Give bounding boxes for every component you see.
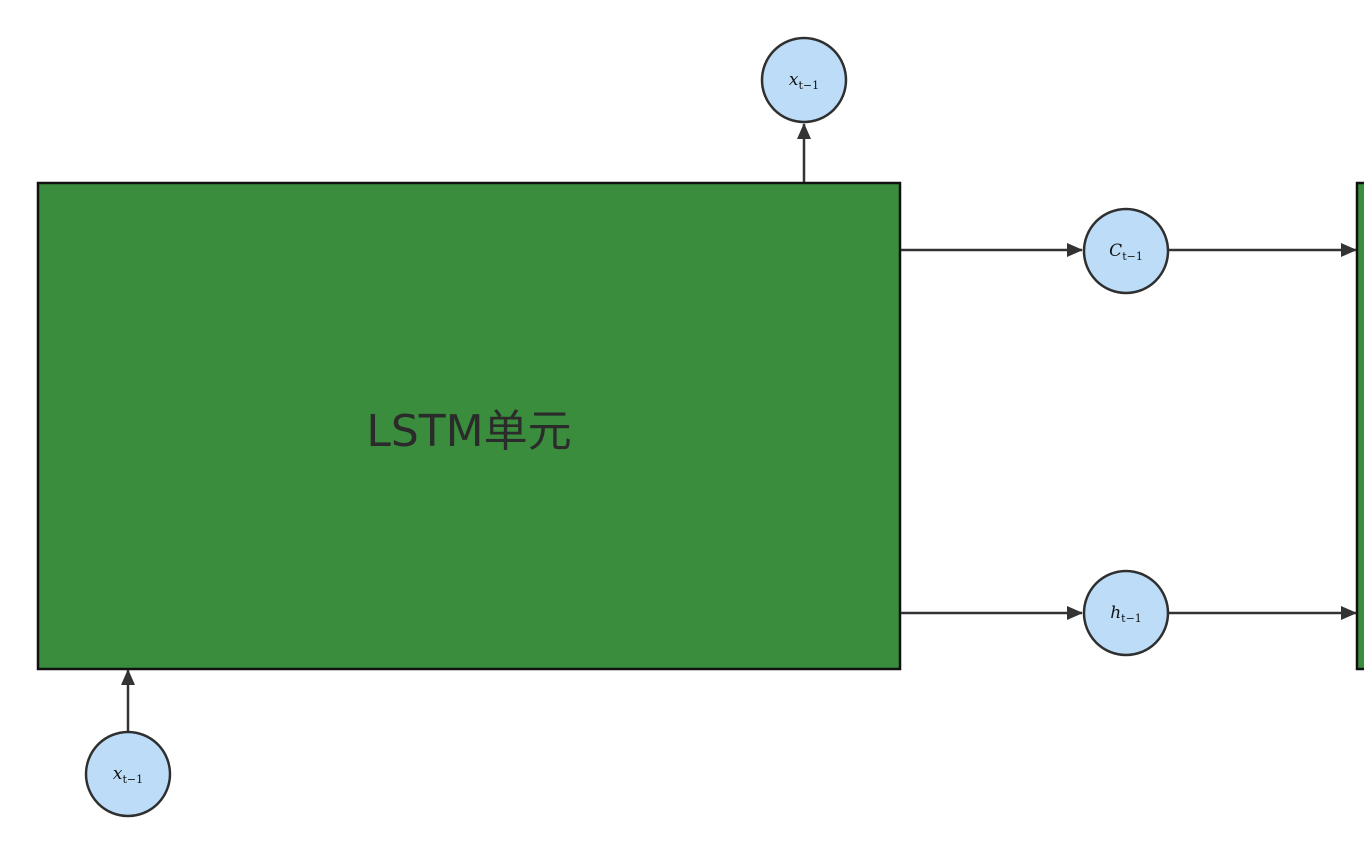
svg-text:Ct−1: Ct−1 — [1109, 241, 1143, 263]
svg-text:xt−1: xt−1 — [113, 764, 143, 786]
cell-state-node: Ct−1 — [1082, 207, 1170, 295]
lstm-cell-label: LSTM单元 — [366, 406, 571, 457]
svg-text:ht−1: ht−1 — [1110, 603, 1142, 625]
output-node: xt−1 — [760, 36, 848, 124]
next-lstm-cell-box — [1355, 181, 1364, 671]
output-node-var: x — [789, 70, 799, 90]
input-node: xt−1 — [84, 730, 172, 818]
svg-text:xt−1: xt−1 — [789, 70, 819, 92]
hidden-state-node-var: h — [1110, 603, 1121, 623]
cell-state-node-var: C — [1109, 241, 1122, 261]
hidden-state-node-sub: t−1 — [1121, 612, 1142, 625]
lstm-cell-box — [36, 181, 902, 671]
input-node-circle — [84, 730, 172, 818]
cell-state-node-circle — [1082, 207, 1170, 295]
input-node-sub: t−1 — [122, 773, 143, 786]
cell-state-node-sub: t−1 — [1122, 250, 1143, 263]
output-node-circle — [760, 36, 848, 124]
output-node-sub: t−1 — [798, 79, 819, 92]
hidden-state-node-circle — [1082, 569, 1170, 657]
input-node-var: x — [113, 764, 123, 784]
hidden-state-node: ht−1 — [1082, 569, 1170, 657]
